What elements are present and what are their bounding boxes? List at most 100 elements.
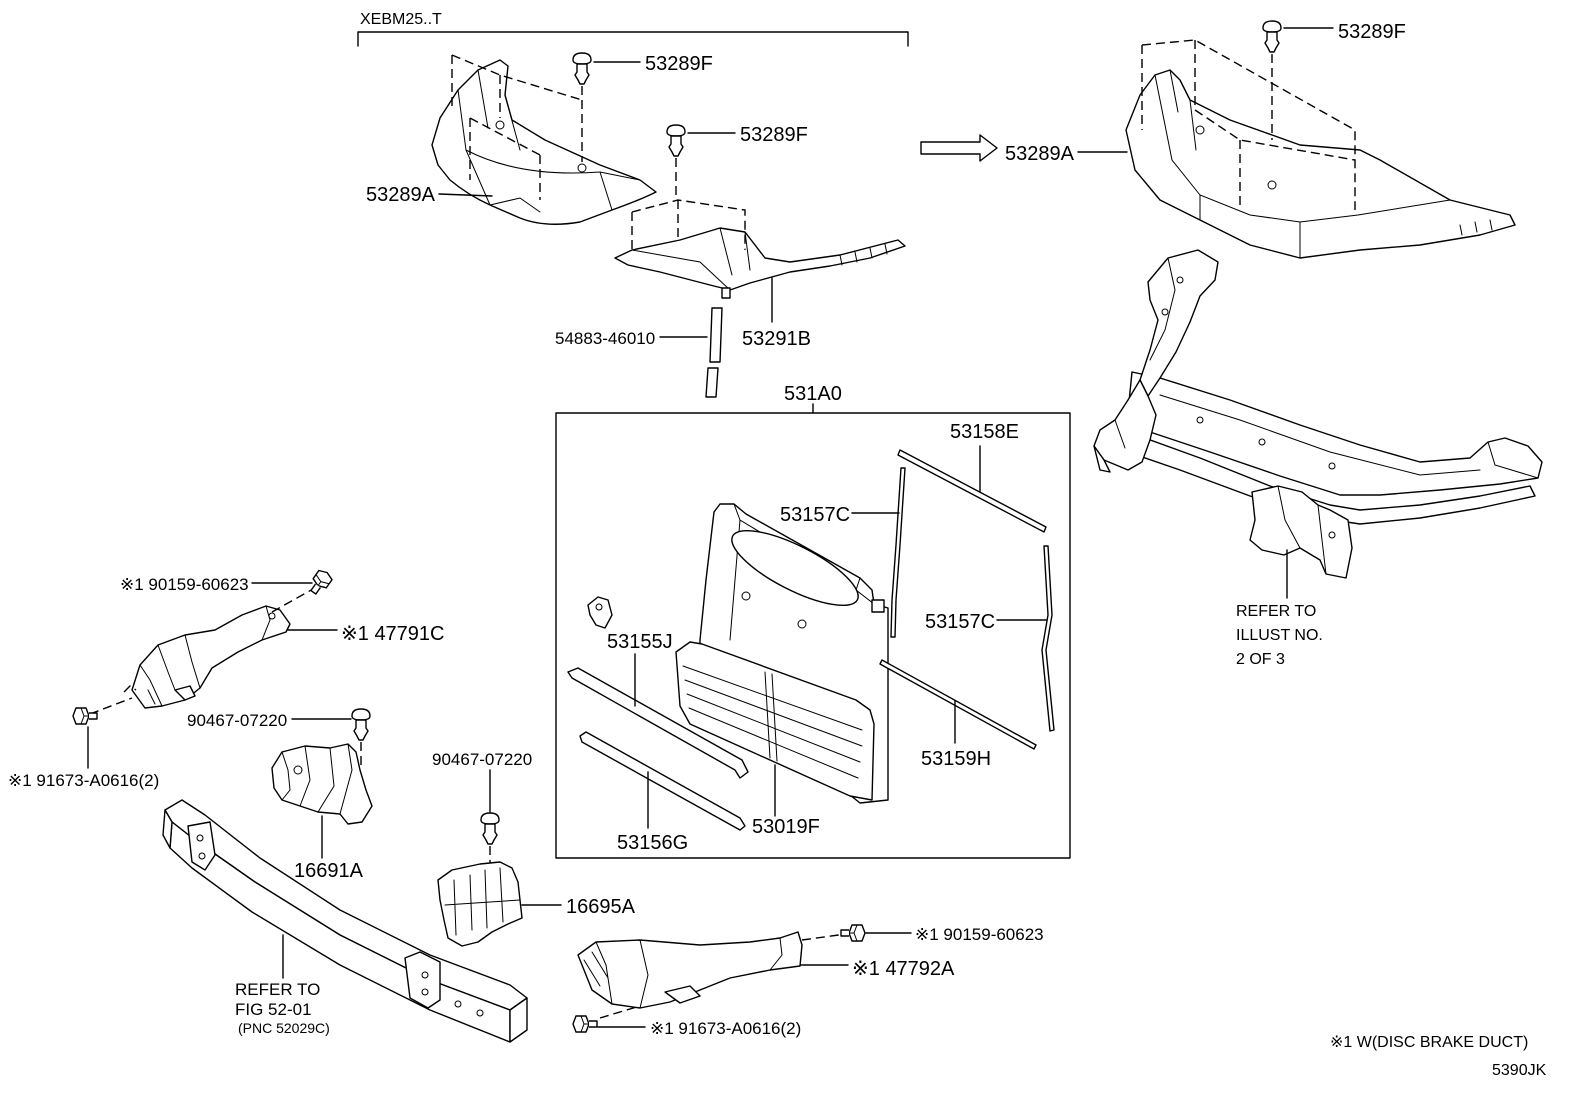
reference-note-support: REFER TO ILLUST NO. 2 OF 3 <box>1236 603 1323 668</box>
reinforcement-hole <box>421 988 429 996</box>
frame-hole <box>1196 416 1204 424</box>
clip-body <box>668 135 684 157</box>
clip-icon <box>572 52 592 85</box>
frame-hole <box>1161 308 1169 316</box>
duct-left-dashed-guides <box>89 588 314 715</box>
clip-head <box>572 52 592 65</box>
frame-hole <box>1176 276 1184 284</box>
reinforcement-bracket-right <box>404 951 441 1009</box>
hose-upper-segment <box>709 307 723 363</box>
cover-center <box>614 199 906 299</box>
shutter <box>675 503 889 804</box>
reference-note-reinforcement: REFER TO FIG 52-01 (PNC 52029C) <box>235 980 330 1036</box>
undercover-right-hole <box>1195 125 1205 135</box>
leader-line <box>438 193 493 197</box>
frame-detail-lines <box>1114 257 1539 575</box>
cover-center-detail-lines <box>631 227 888 291</box>
frame-upper-beam <box>1127 371 1543 496</box>
reinforcement-end-right <box>509 997 528 1043</box>
bolt-head-edge <box>315 574 330 587</box>
undercover-left-hole <box>577 163 587 173</box>
bracket-left-hole <box>293 765 303 775</box>
frame-hole <box>1328 531 1336 539</box>
callout-undercover-left: 53289A <box>366 184 436 206</box>
footnote: ※1 W(DISC BRAKE DUCT) <box>1330 1034 1528 1051</box>
small-bracket-body <box>587 596 613 629</box>
callout-seal-side-right: 53157C <box>925 611 995 633</box>
clip-icon <box>1262 20 1282 53</box>
bolt-shank <box>89 712 98 720</box>
callout-clip-bracket-left: 90467-07220 <box>187 711 287 730</box>
bolt-shank <box>840 929 849 937</box>
cover-center-spout <box>721 287 731 299</box>
callout-bracket-right: 16695A <box>566 896 636 918</box>
callout-undercover-right: 53289A <box>1005 143 1075 165</box>
seal-lower-left <box>579 731 746 831</box>
duct-right-opening <box>583 937 783 1009</box>
clip-head <box>351 708 371 721</box>
duct-left-body <box>131 605 291 709</box>
bolt-icon <box>572 1015 598 1033</box>
undercover-left-fold-lines <box>457 69 641 213</box>
shutter-oval-recess <box>731 529 859 607</box>
hose-lower-segment <box>705 367 719 398</box>
reinforcement-bracket-left <box>187 821 216 871</box>
clip-icon <box>666 124 686 157</box>
duct-right-flange <box>664 985 701 1004</box>
callout-clip-upper-left-a: 53289F <box>645 53 713 75</box>
bolt-icon <box>840 924 866 942</box>
variant-bracket: XEBM25..T <box>357 11 909 47</box>
undercover-left-outline <box>431 59 657 225</box>
reference-note-line: (PNC 52029C) <box>238 1020 330 1036</box>
reference-note-line: 2 OF 3 <box>1236 651 1285 668</box>
seal-lower-right <box>879 659 1037 750</box>
undercover-right-outline <box>1125 69 1516 259</box>
callout-seal-lower-left: 53156G <box>617 832 688 854</box>
callout-seal-upper-long: 53155J <box>607 631 673 653</box>
bolt-head-edge <box>580 1015 590 1033</box>
bolt-head-edge <box>80 707 90 725</box>
cover-center-dashed-guides <box>631 199 746 250</box>
callout-bolt-duct-left-lower: ※1 91673-A0616(2) <box>8 771 159 790</box>
small-bracket <box>587 596 613 629</box>
reference-note-line: REFER TO <box>1236 603 1316 620</box>
reinforcement-end-left <box>162 809 173 849</box>
reinforcement-hole <box>454 1000 462 1008</box>
seal-side-right <box>1041 545 1055 732</box>
right-arrow-icon <box>920 134 998 162</box>
clip-head <box>480 812 500 825</box>
variant-bracket-line <box>357 31 909 47</box>
shutter-grille-slats <box>682 665 863 779</box>
reference-note-line: FIG 52-01 <box>235 1000 312 1019</box>
bracket-left <box>271 743 373 825</box>
undercover-left <box>431 54 657 225</box>
reinforcement-hole <box>476 1009 484 1017</box>
bolt-head-edge <box>848 924 858 942</box>
bolt-head <box>848 924 866 942</box>
duct-left-hole <box>268 612 276 620</box>
seal-side-left <box>890 467 906 638</box>
radiator-support-frame <box>1093 249 1543 579</box>
callout-seal-side-left: 53157C <box>780 504 850 526</box>
cover-center-outline <box>614 227 906 291</box>
duct-right-dashed-guides <box>599 933 847 1019</box>
callout-hose: 54883-46010 <box>555 329 655 348</box>
callout-seal-lower-right: 53159H <box>921 748 991 770</box>
clip-body <box>482 823 498 845</box>
bolt-head <box>72 707 90 725</box>
shutter-hole <box>741 591 751 601</box>
duct-left-opening <box>139 605 271 707</box>
diagram-code: 5390JK <box>1492 1062 1547 1079</box>
callout-clip-upper-left-b: 53289F <box>740 124 808 146</box>
frame-center-bracket <box>1249 485 1353 579</box>
duct-left-flange <box>174 685 196 701</box>
bracket-right-slats <box>444 867 521 936</box>
frame-left-tab <box>1093 445 1111 473</box>
reinforcement-hole <box>198 852 206 860</box>
callout-bracket-left: 16691A <box>294 860 364 882</box>
duct-right <box>577 931 847 1019</box>
shutter-tab <box>871 599 885 613</box>
clip-head <box>1262 20 1282 33</box>
